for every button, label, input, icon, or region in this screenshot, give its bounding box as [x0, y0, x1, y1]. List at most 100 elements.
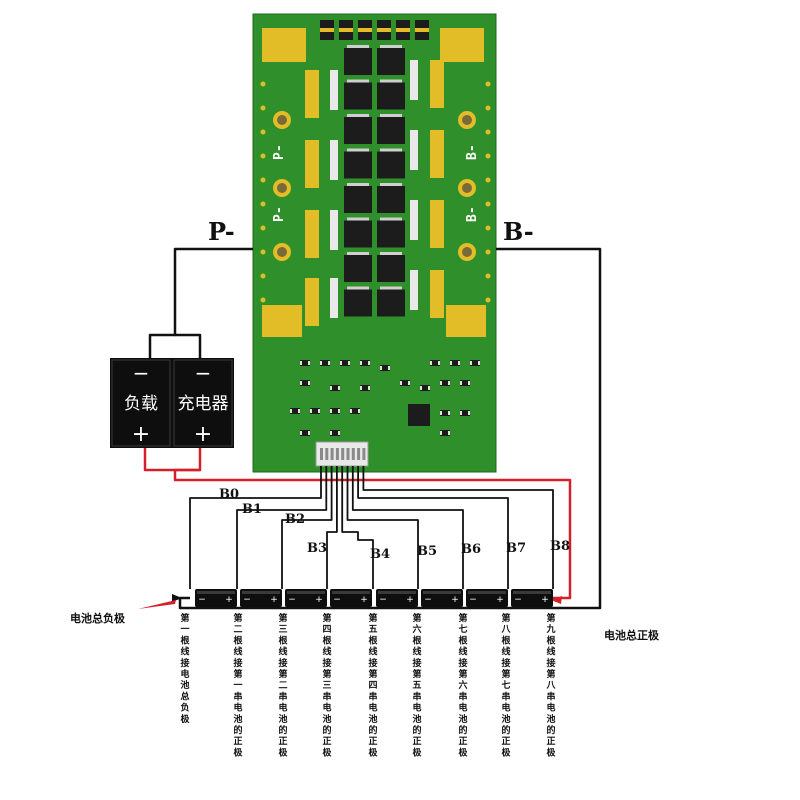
smd-component — [330, 385, 340, 391]
mosfet — [377, 220, 405, 248]
pcb-mounting-holes — [260, 81, 491, 303]
tap-wire — [281, 466, 333, 589]
side-resistor — [410, 270, 418, 310]
mosfet-tab — [380, 148, 402, 152]
top-resistor-band — [320, 28, 334, 32]
mosfet — [377, 151, 405, 179]
cell-minus-symbol: − — [243, 595, 251, 605]
smd-component — [310, 408, 320, 414]
connector-pin — [346, 448, 350, 460]
smd-component — [460, 380, 470, 386]
smd-pad — [320, 361, 322, 365]
smd-component — [400, 380, 410, 386]
connector-pin — [362, 448, 366, 460]
mosfet — [377, 117, 405, 144]
smd-pad — [290, 409, 292, 413]
wire-p-minus — [148, 247, 253, 358]
via — [260, 249, 266, 255]
top-resistor-band — [415, 28, 429, 32]
cell-minus-symbol: − — [424, 595, 432, 605]
load-box-highlight — [111, 359, 171, 447]
smd-component — [340, 360, 350, 366]
smd-component — [290, 408, 300, 414]
side-pad — [305, 210, 319, 258]
load-plus-symbol: + — [132, 422, 150, 447]
mosfet-tab — [380, 45, 402, 48]
side-pad — [430, 60, 444, 108]
tap-wire — [341, 466, 374, 589]
balance-tap-wires — [189, 466, 554, 589]
load-minus-symbol: − — [133, 361, 150, 385]
mosfet-tab — [347, 252, 369, 255]
tap-description: 第九根线接第八串电池的正极 — [545, 612, 556, 758]
via — [485, 201, 491, 207]
charger-plus-symbol: + — [194, 422, 212, 447]
cell-plus-symbol: + — [315, 595, 323, 605]
load-label: 负载 — [124, 394, 158, 414]
battery-cell-shine — [287, 591, 325, 594]
side-pad — [430, 130, 444, 178]
smd-pad — [330, 431, 332, 435]
mosfet-tab — [380, 286, 402, 290]
connector-pin — [351, 448, 355, 460]
via — [485, 225, 491, 231]
smd-component — [380, 365, 390, 371]
smd-pad — [468, 381, 470, 385]
side-resistor — [330, 70, 338, 110]
via — [260, 177, 266, 183]
via — [260, 129, 266, 135]
mosfet — [377, 186, 405, 213]
pcb-pad-top-left — [262, 28, 306, 62]
smd-component — [360, 360, 370, 366]
side-resistor — [330, 210, 338, 250]
tap-description: 第四根线接第三串电池的正极 — [322, 612, 332, 758]
charger-minus-symbol: − — [195, 361, 212, 385]
smd-pad — [338, 409, 340, 413]
mosfet-tab — [347, 45, 369, 48]
tap-label-b0: B0 — [219, 487, 239, 502]
silk-p-upper: P- — [272, 144, 287, 160]
smd-pad — [340, 361, 342, 365]
via — [485, 129, 491, 135]
connector-pin — [330, 448, 334, 460]
smd-component — [300, 360, 310, 366]
battery-cell: −+ — [240, 589, 282, 607]
tap-description: 第七根线接第六串电池的正极 — [458, 612, 468, 758]
smd-pad — [330, 409, 332, 413]
smd-component — [470, 360, 480, 366]
battery-cell-shine — [513, 591, 551, 594]
battery-cell: −+ — [376, 589, 418, 607]
mosfet — [377, 48, 405, 75]
pcb-side-pads — [305, 60, 444, 326]
tap-wire — [357, 466, 509, 589]
smd-component — [440, 430, 450, 436]
smd-pad — [318, 409, 320, 413]
tap-wire — [346, 466, 419, 589]
pcb-ic-chip — [408, 404, 430, 426]
cell-plus-symbol: + — [360, 595, 368, 605]
smd-component — [350, 408, 360, 414]
mosfet — [344, 186, 372, 213]
smd-pad — [408, 381, 410, 385]
smd-pad — [420, 386, 422, 390]
smd-component — [430, 360, 440, 366]
via — [260, 105, 266, 111]
pcb-pad-top-right — [440, 28, 484, 62]
pcb-pad-bottom-right — [446, 305, 486, 337]
tap-description: 第五根线接第四串电池的正极 — [368, 612, 378, 758]
smd-component — [300, 430, 310, 436]
cell-plus-symbol: + — [541, 595, 549, 605]
mosfet — [344, 289, 372, 317]
tap-label-b3: B3 — [307, 541, 327, 556]
smd-pad — [400, 381, 402, 385]
mosfet — [344, 117, 372, 144]
smd-pad — [300, 361, 302, 365]
load-box-body — [110, 358, 172, 448]
mounting-hole — [462, 247, 472, 257]
mosfet-tab — [380, 217, 402, 221]
smd-pad — [308, 431, 310, 435]
smd-component — [450, 360, 460, 366]
smd-pad — [428, 386, 430, 390]
connector-pin — [341, 448, 345, 460]
